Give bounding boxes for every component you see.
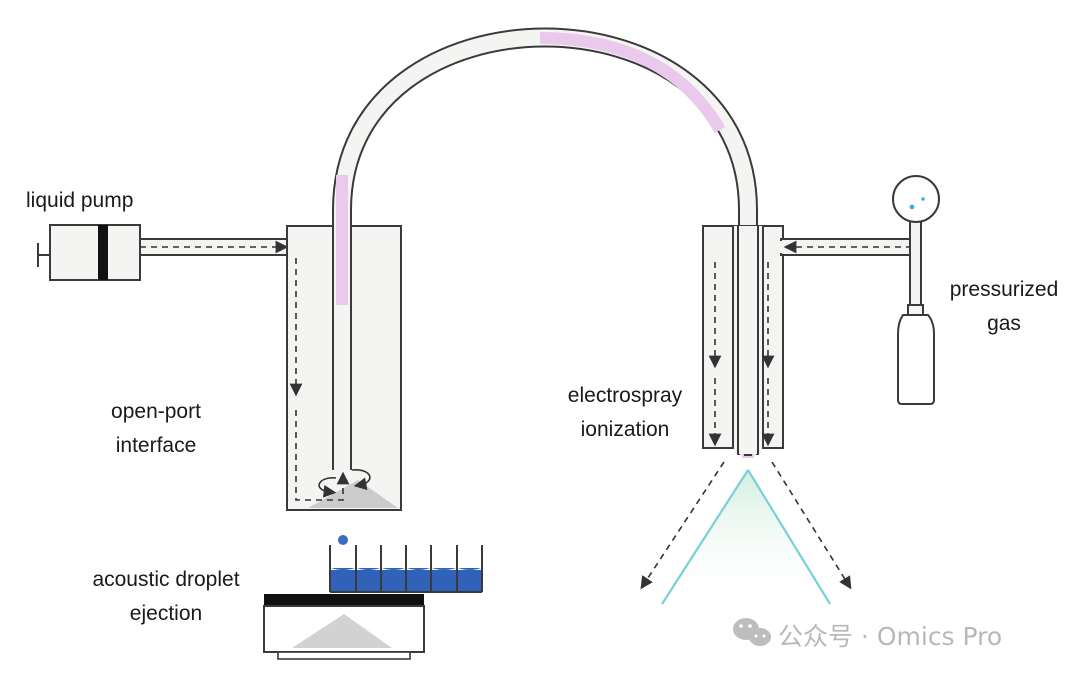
label-electrospray-ionization: electrospray ionization — [550, 379, 700, 447]
label-acoustic-line1: acoustic droplet — [92, 568, 240, 591]
syringe-plunger — [98, 225, 108, 280]
pressure-gauge — [892, 175, 940, 223]
label-pressurized-gas: pressurized gas — [934, 273, 1074, 341]
label-electrospray-line2: ionization — [580, 418, 670, 441]
wechat-icon — [733, 618, 771, 646]
sample-plug — [539, 32, 726, 133]
label-open-port-interface: open-port interface — [88, 395, 224, 463]
spray-plume — [662, 470, 830, 604]
watermark-text: 公众号 · Omics Pro — [778, 622, 1003, 651]
label-liquid-pump: liquid pump — [26, 189, 134, 212]
label-gas-line1: pressurized — [949, 278, 1059, 301]
label-electrospray-line1: electrospray — [567, 384, 683, 407]
gas-cylinder — [897, 314, 935, 405]
acoustic-droplet-ejection — [263, 535, 483, 660]
pressurized-gas-supply — [892, 175, 940, 405]
liquid-pump — [37, 224, 289, 281]
label-gas-line2: gas — [987, 312, 1021, 335]
label-open-port-line1: open-port — [111, 400, 201, 423]
electrospray-source — [640, 225, 918, 605]
ejected-droplet — [338, 535, 348, 545]
label-open-port-line2: interface — [115, 434, 197, 457]
label-acoustic-line2: ejection — [129, 602, 203, 625]
label-acoustic-droplet-ejection: acoustic droplet ejection — [70, 563, 262, 631]
